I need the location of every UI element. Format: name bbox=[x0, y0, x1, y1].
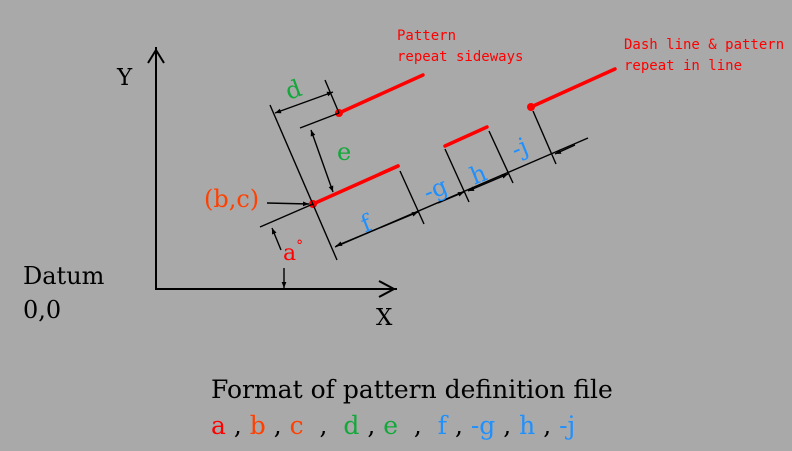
datum-label: Datum bbox=[23, 262, 105, 290]
label-h: h bbox=[466, 159, 491, 191]
pattern-lines bbox=[311, 67, 617, 206]
format-item: , bbox=[398, 411, 438, 440]
label-e: e bbox=[337, 138, 351, 166]
dash-line-inline-2 bbox=[529, 67, 617, 109]
format-item: e bbox=[383, 411, 398, 440]
axes: Y X Datum 0,0 bbox=[23, 47, 397, 331]
format-item: h bbox=[519, 411, 535, 440]
format-item: , bbox=[304, 411, 344, 440]
format-item: , bbox=[535, 411, 559, 440]
annotation-pattern-sideways: Pattern repeat sideways bbox=[397, 28, 523, 65]
format-item: , bbox=[226, 411, 250, 440]
format-item: b bbox=[250, 411, 266, 440]
x-axis-arrowhead-icon bbox=[378, 280, 397, 298]
format-sequence: a , b , c , d , e , f , -g , h , -j bbox=[211, 411, 575, 440]
dimension-lines bbox=[259, 79, 589, 261]
label-f: f bbox=[357, 208, 378, 238]
format-item: , bbox=[495, 411, 519, 440]
label-bc: (b,c) bbox=[204, 185, 259, 213]
format-item: d bbox=[343, 411, 359, 440]
format-item: f bbox=[438, 411, 449, 440]
label-g: -g bbox=[419, 172, 451, 207]
format-title: Format of pattern definition file bbox=[211, 375, 613, 404]
y-axis-label: Y bbox=[116, 65, 133, 91]
y-axis-arrowhead-icon bbox=[147, 48, 165, 64]
dimension-arrows bbox=[266, 91, 576, 288]
format-item: a bbox=[211, 411, 226, 440]
label-j: -j bbox=[507, 132, 532, 164]
dash-line-inline-1 bbox=[443, 125, 489, 148]
dash-line-partial bbox=[378, 164, 400, 176]
label-a: a° bbox=[283, 238, 303, 266]
label-d: d bbox=[281, 74, 305, 106]
dash-line-sideways bbox=[337, 73, 425, 115]
format-item: , bbox=[447, 411, 471, 440]
format-item: c bbox=[290, 411, 304, 440]
datum-coords: 0,0 bbox=[23, 296, 61, 324]
format-item: , bbox=[266, 411, 290, 440]
origin-point-inline bbox=[527, 103, 535, 111]
format-item: -j bbox=[559, 411, 575, 440]
annotation-dash-line: Dash line & pattern repeat in line bbox=[624, 37, 792, 74]
format-item: , bbox=[359, 411, 383, 440]
x-axis-label: X bbox=[376, 305, 393, 331]
format-item: -g bbox=[471, 411, 495, 440]
